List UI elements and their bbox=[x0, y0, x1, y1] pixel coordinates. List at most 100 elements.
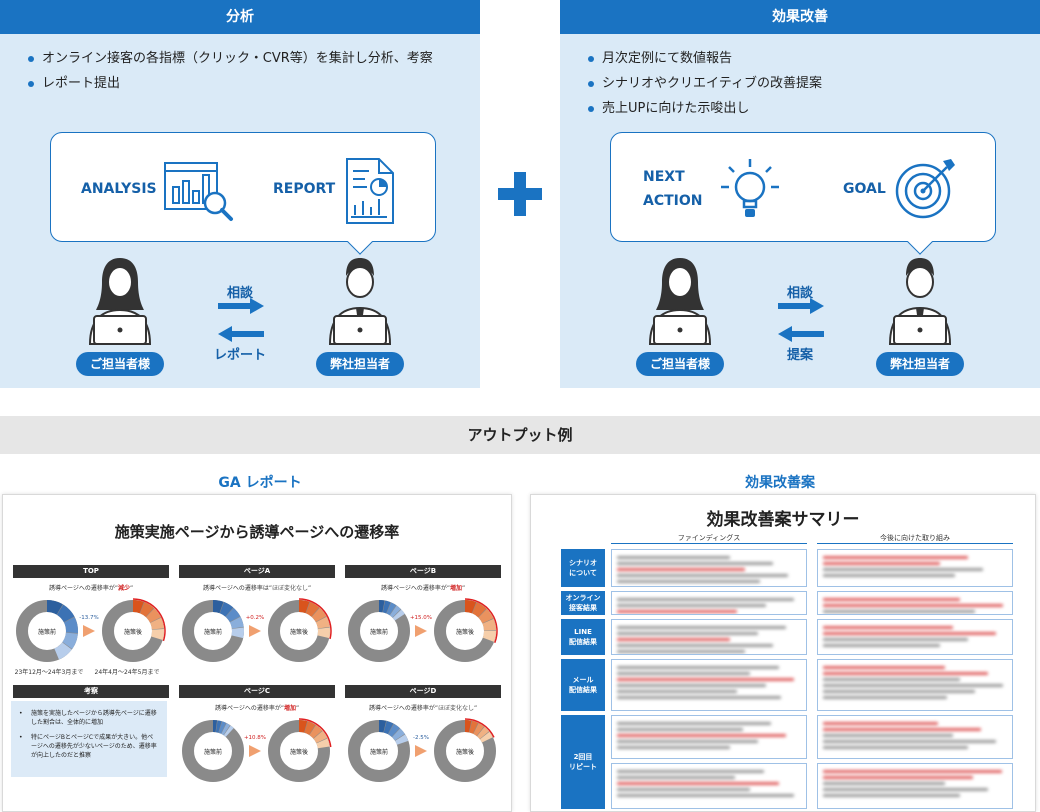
action-cell bbox=[817, 715, 1013, 759]
blurred-text-line bbox=[823, 632, 996, 635]
after-highlight-arc bbox=[464, 718, 495, 738]
after-label: 施策後 bbox=[456, 748, 474, 756]
row-label-repeat: 2回目 リピート bbox=[561, 715, 605, 809]
donut-pair-chart: 施策前施策後-13.7% bbox=[16, 598, 166, 662]
blurred-text-line bbox=[823, 722, 938, 725]
improvement-panel: 効果改善 月次定例にて数値報告 シナリオやクリエイティブの改善提案 売上UPに向… bbox=[560, 0, 1040, 388]
change-value: +15.0% bbox=[410, 615, 432, 621]
staff-man-icon bbox=[888, 258, 952, 345]
before-label: 施策前 bbox=[370, 628, 388, 636]
blurred-text-line bbox=[617, 740, 758, 743]
lightbulb-icon bbox=[721, 159, 779, 217]
blurred-text-line bbox=[823, 696, 948, 699]
donut-slice bbox=[231, 627, 244, 639]
action-cell bbox=[817, 549, 1013, 587]
donut-slice bbox=[139, 602, 154, 618]
blurred-text-line bbox=[823, 562, 940, 565]
donut-before bbox=[348, 720, 410, 782]
finding-cell bbox=[611, 619, 807, 655]
donut-slice bbox=[212, 600, 224, 614]
blurred-text-line bbox=[823, 598, 961, 601]
staff-man-icon bbox=[328, 258, 392, 345]
section-c-donuts: 施策前施策後+10.8% bbox=[181, 715, 337, 787]
blurred-text-line bbox=[617, 722, 772, 725]
after-highlight-arc bbox=[298, 598, 332, 640]
finding-cell bbox=[611, 549, 807, 587]
section-a-donuts: 施策前施策後+0.2% bbox=[181, 595, 337, 667]
finding-cell bbox=[611, 591, 807, 615]
blurred-text-line bbox=[823, 672, 989, 675]
next-label: NEXT bbox=[643, 169, 685, 185]
next-action-label: NEXT ACTION bbox=[643, 165, 703, 213]
blurred-text-line bbox=[617, 632, 758, 635]
improvement-panel-title: 効果改善 bbox=[560, 0, 1040, 34]
before-label: 施策前 bbox=[38, 628, 56, 636]
finding-cell bbox=[611, 715, 807, 759]
report-label: REPORT bbox=[273, 181, 336, 197]
after-label: 施策後 bbox=[290, 748, 308, 756]
section-top-donuts: 施策前施策後-13.7% bbox=[15, 595, 171, 667]
insight-point: 特にページBとページCで成果が大きい。他ページへの遷移先が少ないページのため、遷… bbox=[19, 733, 159, 760]
donut-slice bbox=[378, 720, 387, 733]
blurred-text-line bbox=[823, 626, 953, 629]
blurred-text-line bbox=[823, 782, 946, 785]
blurred-text-line bbox=[823, 770, 1002, 773]
donut-slice bbox=[223, 725, 234, 737]
client-woman-icon bbox=[88, 258, 152, 345]
blurred-text-line bbox=[617, 696, 781, 699]
bubble-tail bbox=[347, 229, 373, 255]
blurred-text-line bbox=[617, 666, 779, 669]
donut-after bbox=[268, 600, 330, 662]
change-value: +0.2% bbox=[246, 615, 265, 621]
blurred-text-line bbox=[823, 684, 1004, 687]
ga-report-card: 施策実施ページから誘導ページへの遷移率 TOP 誘導ページへの遷移率が”減少” … bbox=[2, 494, 512, 812]
analysis-speech-bubble: ANALYSIS REPORT bbox=[50, 132, 436, 255]
after-label: 施策後 bbox=[290, 628, 308, 636]
before-label: 施策前 bbox=[370, 748, 388, 756]
blurred-text-line bbox=[617, 610, 738, 613]
change-value: -2.5% bbox=[413, 735, 429, 741]
analysis-bullets: オンライン接客の各指標（クリック・CVR等）を集計し分析、考察 レポート提出 bbox=[0, 34, 480, 96]
donut-slice bbox=[476, 726, 489, 740]
blurred-text-line bbox=[823, 690, 976, 693]
section-d-caption: 誘導ページへの遷移率が”ほぼ変化なし” bbox=[368, 705, 478, 712]
improvement-heading: 効果改善案 bbox=[745, 475, 815, 491]
section-d-header: ページD bbox=[345, 685, 501, 698]
analysis-panel-title: 分析 bbox=[0, 0, 480, 34]
improvement-speech-bubble: NEXT ACTION GOAL bbox=[610, 132, 996, 255]
donut-before bbox=[348, 600, 410, 662]
donut-pair-chart: 施策前施策後+15.0% bbox=[348, 598, 498, 662]
blurred-text-line bbox=[617, 734, 787, 737]
donut-slice bbox=[219, 602, 234, 617]
section-top-period-after: 24年4月～24年5月まで bbox=[94, 669, 160, 676]
donut-slice bbox=[132, 600, 144, 614]
donut-slice bbox=[315, 616, 330, 629]
blurred-text-line bbox=[617, 684, 766, 687]
blurred-text-line bbox=[823, 604, 1004, 607]
chevron-right-icon bbox=[249, 625, 261, 637]
blurred-text-line bbox=[617, 598, 794, 601]
chevron-right-icon bbox=[415, 625, 427, 637]
blurred-text-line bbox=[823, 794, 961, 797]
blurred-text-line bbox=[617, 672, 751, 675]
section-b-header: ページB bbox=[345, 565, 501, 578]
blurred-text-line bbox=[823, 574, 955, 577]
section-a-caption: 誘導ページへの遷移率は”ほぼ変化なし” bbox=[202, 585, 312, 592]
donut-slice bbox=[62, 632, 78, 650]
output-examples-band: アウトプット例 bbox=[0, 416, 1040, 454]
donut-slice bbox=[316, 738, 330, 749]
blurred-text-line bbox=[823, 776, 974, 779]
donut-slice bbox=[394, 734, 409, 745]
donut-before bbox=[182, 719, 244, 782]
finding-cell bbox=[611, 659, 807, 711]
arrow-left-icon bbox=[218, 326, 264, 342]
arrow-right-icon bbox=[218, 298, 264, 314]
action-cell bbox=[817, 619, 1013, 655]
insight-header: 考察 bbox=[13, 685, 169, 698]
blurred-text-line bbox=[617, 678, 794, 681]
donut-after bbox=[434, 600, 496, 662]
client-role-badge: ご担当者様 bbox=[76, 352, 164, 376]
donut-slice bbox=[473, 723, 484, 737]
blurred-text-line bbox=[823, 746, 968, 749]
donut-slice bbox=[215, 720, 222, 733]
